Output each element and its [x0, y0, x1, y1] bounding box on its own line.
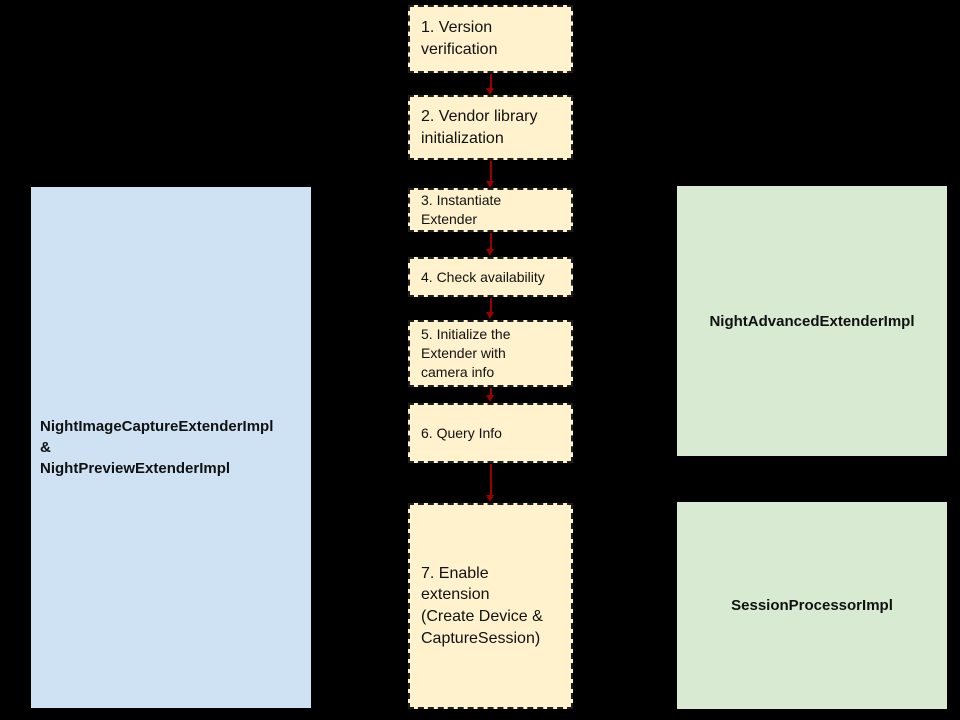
flow-step-7-enable-extension: 7. Enable extension (Create Device & Cap…: [408, 503, 573, 709]
arrow-head: [486, 181, 494, 188]
flow-step-label: 6. Query Info: [421, 424, 502, 441]
arrow-head: [486, 312, 494, 319]
flow-step-2-vendor-library-init: 2. Vendor library initialization: [408, 95, 573, 160]
session-processor-box: SessionProcessorImpl: [677, 502, 947, 709]
down-arrow-icon: [486, 161, 495, 188]
down-arrow-icon: [486, 233, 495, 256]
session-processor-label: SessionProcessorImpl: [731, 597, 893, 614]
night-advanced-extender-box: NightAdvancedExtenderImpl: [677, 186, 947, 456]
arrow-shaft: [489, 464, 492, 497]
down-arrow-icon: [486, 464, 495, 502]
flow-step-4-check-availability: 4. Check availability: [408, 257, 573, 297]
flow-step-6-query-info: 6. Query Info: [408, 403, 573, 463]
arrow-shaft: [489, 388, 492, 397]
flow-step-label: 7. Enable extension (Create Device & Cap…: [421, 564, 543, 647]
arrow-head: [486, 88, 494, 95]
flow-step-label: 2. Vendor library initialization: [421, 107, 538, 147]
arrow-shaft: [489, 298, 492, 314]
left-extender-box: NightImageCaptureExtenderImpl & NightPre…: [31, 187, 311, 708]
down-arrow-icon: [486, 74, 495, 95]
flow-step-label: 3. Instantiate Extender: [421, 192, 502, 227]
arrow-shaft: [489, 74, 492, 90]
flow-step-label: 1. Version verification: [421, 19, 498, 58]
flow-step-5-initialize-extender: 5. Initialize the Extender with camera i…: [408, 320, 573, 387]
night-advanced-extender-label: NightAdvancedExtenderImpl: [709, 312, 915, 330]
left-extender-label: NightImageCaptureExtenderImpl & NightPre…: [40, 418, 274, 477]
arrow-shaft: [489, 161, 492, 183]
down-arrow-icon: [486, 298, 495, 319]
flow-step-3-instantiate-extender: 3. Instantiate Extender: [408, 188, 573, 232]
arrow-head: [486, 495, 494, 502]
arrow-head: [486, 395, 494, 402]
arrow-head: [486, 249, 494, 256]
arrow-shaft: [489, 233, 492, 251]
flow-step-1-version-verification: 1. Version verification: [408, 5, 573, 73]
down-arrow-icon: [486, 388, 495, 402]
flow-step-label: 4. Check availability: [421, 268, 545, 285]
flow-step-label: 5. Initialize the Extender with camera i…: [421, 326, 511, 380]
